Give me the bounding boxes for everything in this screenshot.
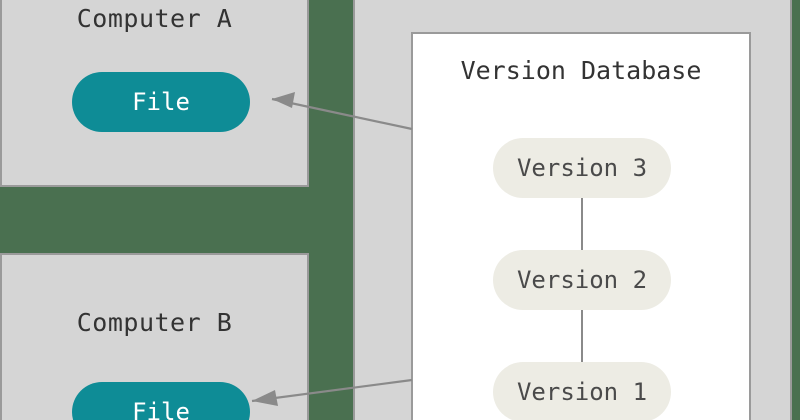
version-database-title: Version Database <box>460 56 702 85</box>
version-connector-2-to-1 <box>581 310 583 362</box>
band-divider-line-left <box>353 0 355 420</box>
computer-a-title: Computer A <box>76 4 233 33</box>
computer-b-file-node[interactable]: File <box>72 382 250 420</box>
computer-b-title: Computer B <box>76 308 233 337</box>
computer-a-panel[interactable]: Computer A File <box>0 0 309 187</box>
version-node-3[interactable]: Version 3 <box>493 138 671 198</box>
band-divider-line-right <box>790 0 792 420</box>
version-node-2[interactable]: Version 2 <box>493 250 671 310</box>
green-background-band-right <box>792 0 800 420</box>
version-database-panel[interactable]: Version Database Version 3 Version 2 Ver… <box>411 32 751 420</box>
version-node-1[interactable]: Version 1 <box>493 362 671 420</box>
version-connector-3-to-2 <box>581 198 583 250</box>
computer-b-panel[interactable]: Computer B File <box>0 253 309 420</box>
computer-a-file-node[interactable]: File <box>72 72 250 132</box>
